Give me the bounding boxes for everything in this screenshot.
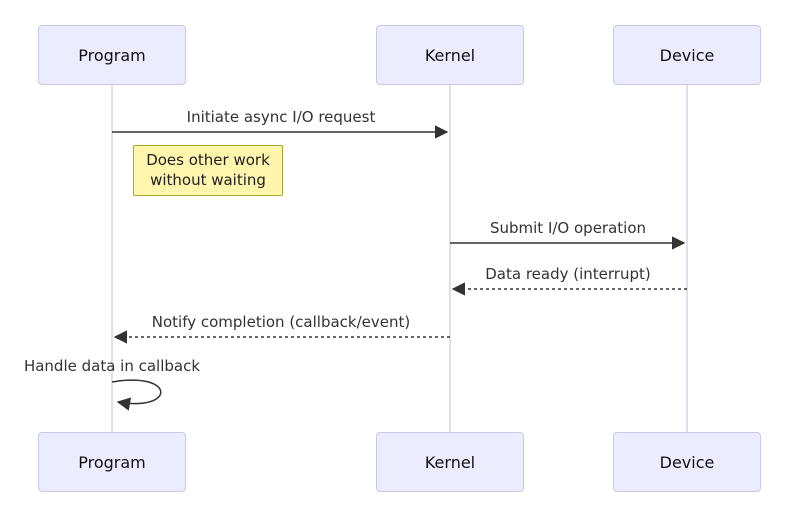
note-does-other-work: Does other work without waiting <box>133 145 283 196</box>
actor-kernel-top: Kernel <box>376 25 524 85</box>
message-label-submit-io: Submit I/O operation <box>489 219 647 237</box>
actor-label: Program <box>78 452 146 472</box>
actor-device-top: Device <box>613 25 761 85</box>
message-label-handle-data: Handle data in callback <box>23 357 201 375</box>
actor-label: Kernel <box>424 452 476 472</box>
actor-kernel-bottom: Kernel <box>376 432 524 492</box>
note-label: Does other work without waiting <box>146 151 270 189</box>
actor-label: Program <box>78 45 146 65</box>
message-label-initiate-async-io: Initiate async I/O request <box>186 108 376 126</box>
actor-program-bottom: Program <box>38 432 186 492</box>
message-arrow-self-loop <box>111 379 162 411</box>
actor-label: Kernel <box>424 45 476 65</box>
message-label-data-ready: Data ready (interrupt) <box>485 265 651 283</box>
actor-label: Device <box>659 452 715 472</box>
actor-program-top: Program <box>38 25 186 85</box>
message-label-notify-completion: Notify completion (callback/event) <box>151 313 411 331</box>
actor-label: Device <box>659 45 715 65</box>
actor-device-bottom: Device <box>613 432 761 492</box>
